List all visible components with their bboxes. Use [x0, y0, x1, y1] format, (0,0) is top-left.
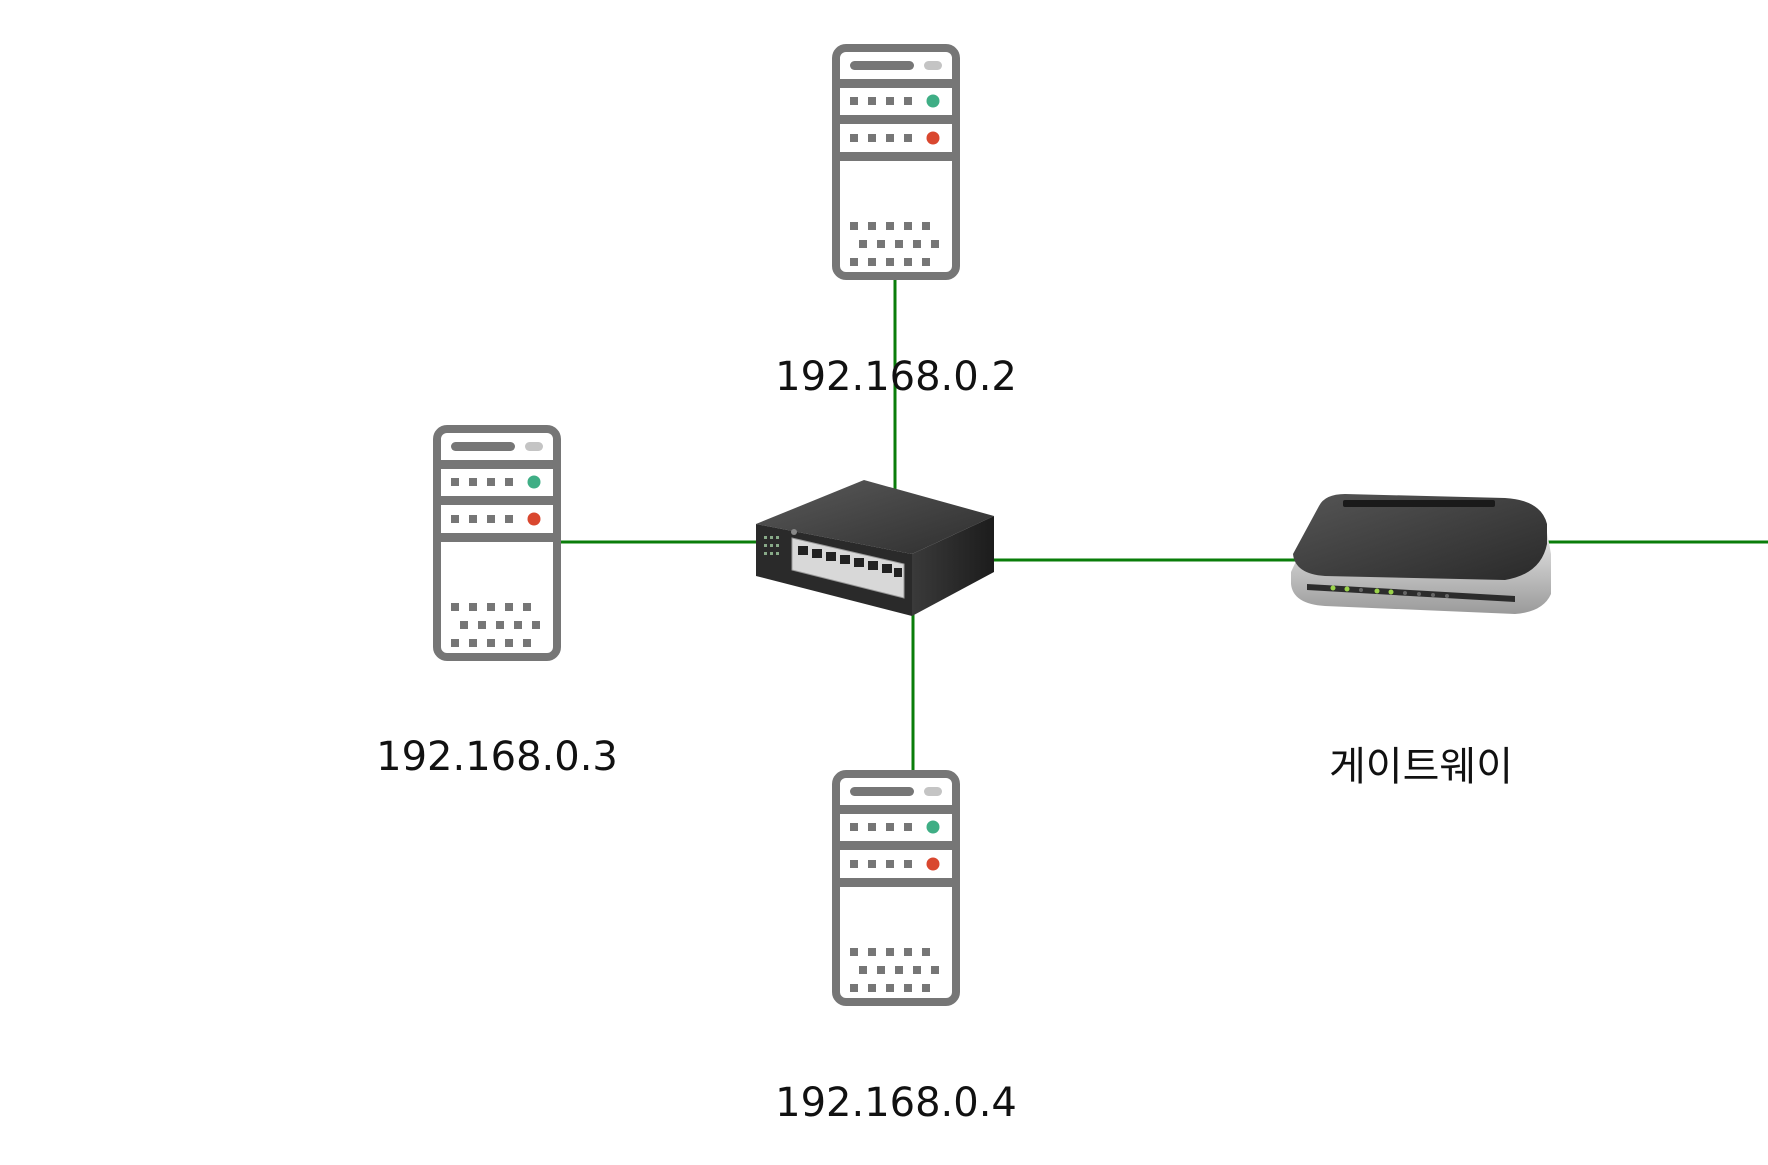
server-top-label: 192.168.0.2 — [775, 354, 1017, 400]
gateway-label: 게이트웨이 — [1329, 744, 1513, 790]
server-icon — [433, 425, 561, 661]
server-icon — [832, 770, 960, 1006]
network-switch-icon — [756, 480, 994, 616]
server-bottom-label: 192.168.0.4 — [775, 1080, 1017, 1126]
server-left-label: 192.168.0.3 — [376, 734, 618, 780]
gateway-router[interactable] — [1285, 484, 1553, 632]
switch[interactable] — [752, 476, 998, 618]
server-top[interactable] — [832, 44, 960, 280]
server-left[interactable] — [433, 425, 561, 661]
router-icon — [1291, 494, 1551, 614]
server-bottom[interactable] — [832, 770, 960, 1006]
server-icon — [832, 44, 960, 280]
